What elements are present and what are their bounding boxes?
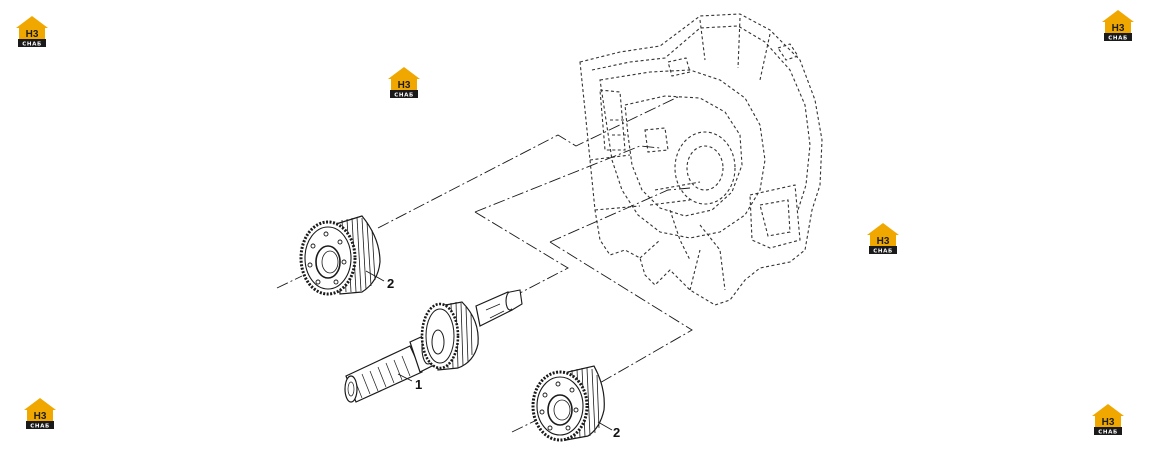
transmission-housing	[579, 13, 823, 306]
logo-top-text: H3	[398, 80, 411, 91]
callout-2-upper: 2	[387, 276, 394, 291]
logo-bottom-text: CHAБ	[22, 41, 42, 47]
house-logo-icon: H3 CHAБ	[867, 223, 899, 254]
logo-bottom-text: CHAБ	[1108, 35, 1128, 41]
watermark-logo: H3 CHAБ	[1090, 402, 1126, 436]
house-logo-icon: H3 CHAБ	[1092, 404, 1124, 435]
logo-bottom-text: CHAБ	[1098, 429, 1118, 435]
callout-1: 1	[415, 377, 422, 392]
watermark-logo: H3 CHAБ	[22, 396, 58, 430]
logo-top-text: H3	[1112, 23, 1125, 34]
callout-2-lower: 2	[613, 425, 620, 440]
assembly-lines	[276, 95, 693, 433]
watermark-logo: H3 CHAБ	[1100, 8, 1136, 42]
shaft	[344, 289, 523, 403]
logo-bottom-text: CHAБ	[394, 92, 414, 98]
gear-lower	[531, 365, 605, 442]
leader-lines	[365, 270, 613, 431]
logo-bottom-text: CHAБ	[873, 248, 893, 254]
logo-top-text: H3	[877, 236, 890, 247]
house-logo-icon: H3 CHAБ	[1102, 10, 1134, 41]
watermark-logo: H3 CHAБ	[865, 221, 901, 255]
house-logo-icon: H3 CHAБ	[24, 398, 56, 429]
house-logo-icon: H3 CHAБ	[388, 67, 420, 98]
house-logo-icon: H3 CHAБ	[16, 16, 48, 47]
logo-top-text: H3	[34, 411, 47, 422]
logo-top-text: H3	[1102, 417, 1115, 428]
gear-upper	[299, 215, 381, 296]
logo-top-text: H3	[26, 29, 39, 40]
logo-bottom-text: CHAБ	[30, 423, 50, 429]
watermark-logo: H3 CHAБ	[386, 65, 422, 99]
watermark-logo: H3 CHAБ	[14, 14, 50, 48]
